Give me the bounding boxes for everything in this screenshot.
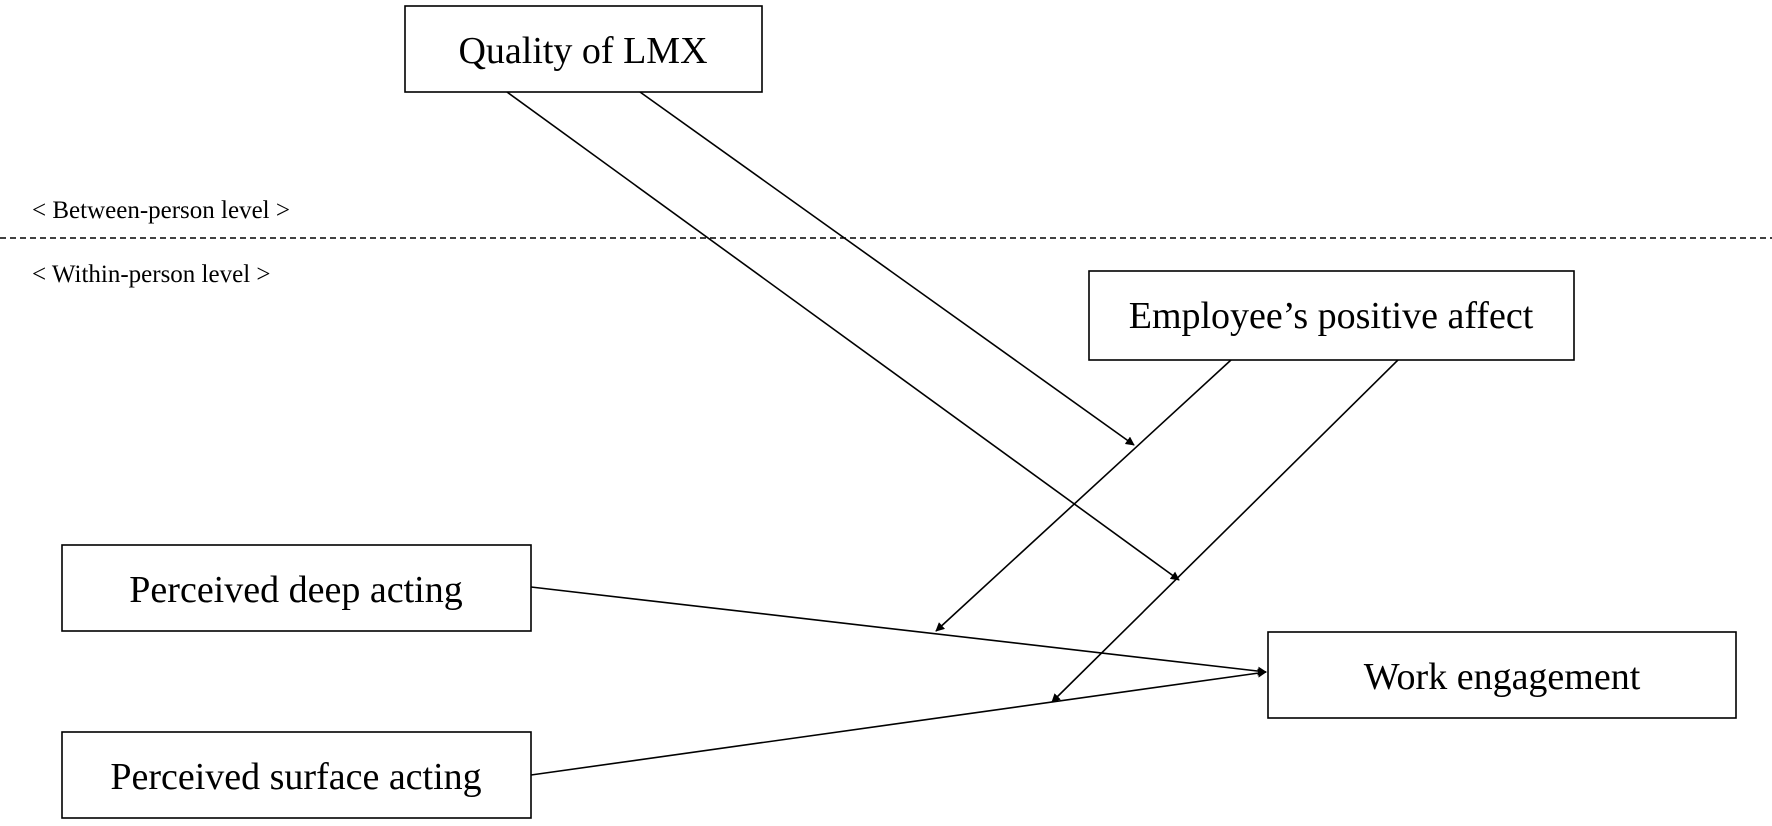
node-perceived-deep-acting: Perceived deep acting [61, 544, 532, 632]
arrow-lmx-moderates-affect-surface-path [506, 91, 1180, 581]
node-quality-of-lmx: Quality of LMX [404, 5, 763, 93]
node-quality-of-lmx-label: Quality of LMX [458, 30, 707, 72]
node-employee-positive-affect-label: Employee’s positive affect [1129, 295, 1534, 337]
node-perceived-surface-acting-label: Perceived surface acting [110, 756, 481, 798]
arrow-positive-affect-moderates-deep-acting [935, 359, 1232, 632]
within-person-level-label: < Within-person level > [32, 261, 271, 288]
arrow-deep-acting-to-work-engagement [530, 586, 1267, 676]
arrow-lmx-moderates-affect-deep-path [639, 91, 1135, 446]
arrow-surface-acting-to-work-engagement [530, 668, 1267, 776]
node-employee-positive-affect: Employee’s positive affect [1088, 270, 1575, 361]
arrow-positive-affect-moderates-surface-acting [1051, 359, 1399, 703]
node-perceived-surface-acting: Perceived surface acting [61, 731, 532, 819]
node-work-engagement: Work engagement [1267, 631, 1737, 719]
node-perceived-deep-acting-label: Perceived deep acting [129, 569, 462, 611]
between-person-level-label: < Between-person level > [32, 197, 290, 224]
node-work-engagement-label: Work engagement [1364, 656, 1641, 698]
